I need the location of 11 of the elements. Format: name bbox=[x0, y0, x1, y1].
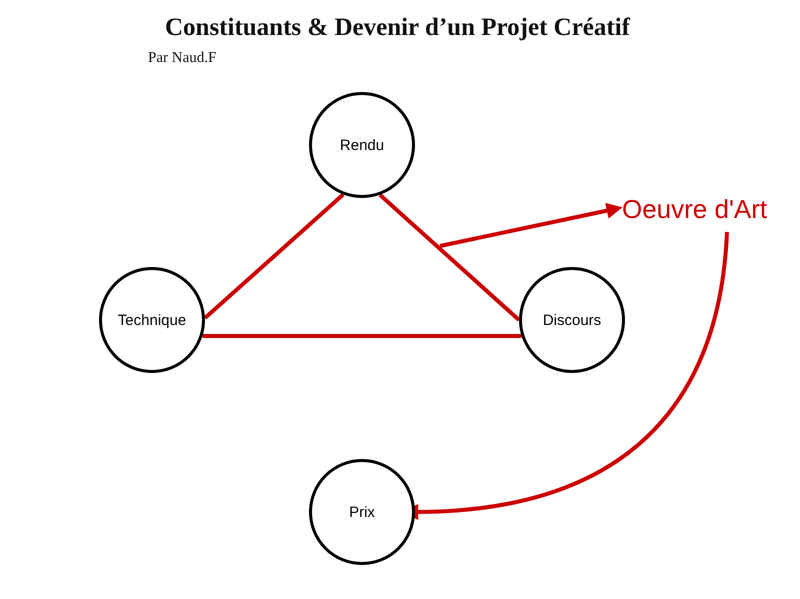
connector-line bbox=[202, 334, 522, 338]
arrow bbox=[440, 202, 623, 248]
connector-line bbox=[204, 193, 344, 320]
concept-circle: Rendu bbox=[309, 92, 415, 198]
concept-circle: Discours bbox=[519, 267, 625, 373]
concept-circle: Technique bbox=[99, 267, 205, 373]
author-note: Par Naud.F bbox=[148, 50, 216, 67]
diagram-title: Constituants & Devenir d’un Projet Créatif bbox=[164, 14, 632, 42]
connector-line bbox=[378, 193, 520, 322]
concept-circle: Prix bbox=[309, 459, 415, 565]
outcome-label: Oeuvre d'Art bbox=[622, 194, 768, 225]
